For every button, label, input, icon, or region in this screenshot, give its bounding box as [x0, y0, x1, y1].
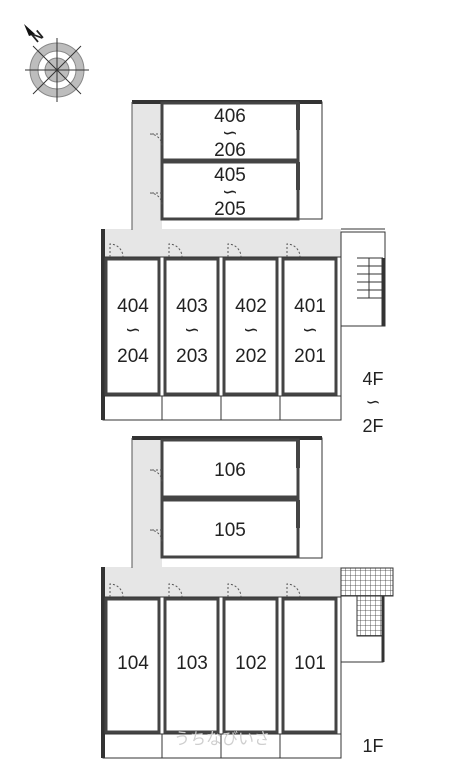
unit-104: [104, 597, 161, 734]
lower-corridor-horizontal: [103, 567, 341, 597]
unit-separator: ∽: [222, 182, 238, 203]
door-swing-icon: [149, 469, 163, 483]
north-label: N: [28, 27, 46, 46]
unit-number: 202: [235, 346, 267, 367]
unit-number: 403: [176, 296, 208, 317]
door-swing-icon: [286, 243, 301, 258]
door-swing-icon: [109, 243, 124, 258]
upper-corridor-horizontal: [103, 229, 341, 257]
unit-number: 405: [214, 165, 246, 186]
door-swing-icon: [168, 243, 183, 258]
unit-number: 201: [294, 346, 326, 367]
compass-rose-icon: [24, 24, 89, 102]
door-swing-icon: [149, 192, 163, 206]
upper-stairs: [340, 231, 386, 327]
floor-label: 2F: [362, 416, 383, 436]
door-swing-icon: [168, 583, 183, 598]
watermark-text: うちなびいさ: [174, 729, 270, 748]
unit-number: 105: [214, 520, 246, 541]
unit-105: [160, 498, 300, 559]
door-swing-icon: [227, 583, 242, 598]
floor-label-separator: ∽: [365, 392, 380, 412]
unit-404-204: [104, 257, 161, 396]
unit-number: 206: [214, 140, 246, 161]
unit-number: 203: [176, 346, 208, 367]
unit-separator: ∽: [222, 123, 238, 144]
floor-label: 1F: [362, 736, 383, 756]
unit-106: [160, 438, 300, 499]
unit-number: 205: [214, 199, 246, 220]
unit-number: 402: [235, 296, 267, 317]
stair-landing-grid: [340, 567, 394, 597]
upper-floor-plan: 406 ∽ 206 405 ∽ 205: [101, 100, 386, 436]
unit-number: 406: [214, 106, 246, 127]
door-swing-icon: [109, 583, 124, 598]
unit-separator: ∽: [243, 320, 259, 341]
unit-102: [222, 597, 279, 734]
unit-405-205: [160, 160, 300, 221]
unit-number: 104: [117, 653, 149, 674]
unit-number: 401: [294, 296, 326, 317]
floor-label: 4F: [362, 369, 383, 389]
unit-number: 101: [294, 653, 326, 674]
unit-101: [281, 597, 338, 734]
unit-number: 204: [117, 346, 149, 367]
lower-corridor-vertical: [132, 438, 162, 578]
door-swing-icon: [286, 583, 301, 598]
unit-number: 404: [117, 296, 149, 317]
door-swing-icon: [227, 243, 242, 258]
lower-floor-plan: 106 105 104 103 102 101 1F うちなび: [101, 436, 394, 759]
unit-number: 103: [176, 653, 208, 674]
unit-separator: ∽: [302, 320, 318, 341]
unit-401-201: [281, 257, 338, 396]
unit-separator: ∽: [125, 320, 141, 341]
door-swing-icon: [149, 133, 163, 147]
door-swing-icon: [149, 529, 163, 543]
unit-103: [163, 597, 220, 734]
unit-number: 102: [235, 653, 267, 674]
unit-403-203: [163, 257, 220, 396]
unit-number: 106: [214, 460, 246, 481]
unit-406-206: [160, 101, 300, 162]
unit-separator: ∽: [184, 320, 200, 341]
upper-corridor-vertical: [132, 102, 162, 242]
unit-402-202: [222, 257, 279, 396]
